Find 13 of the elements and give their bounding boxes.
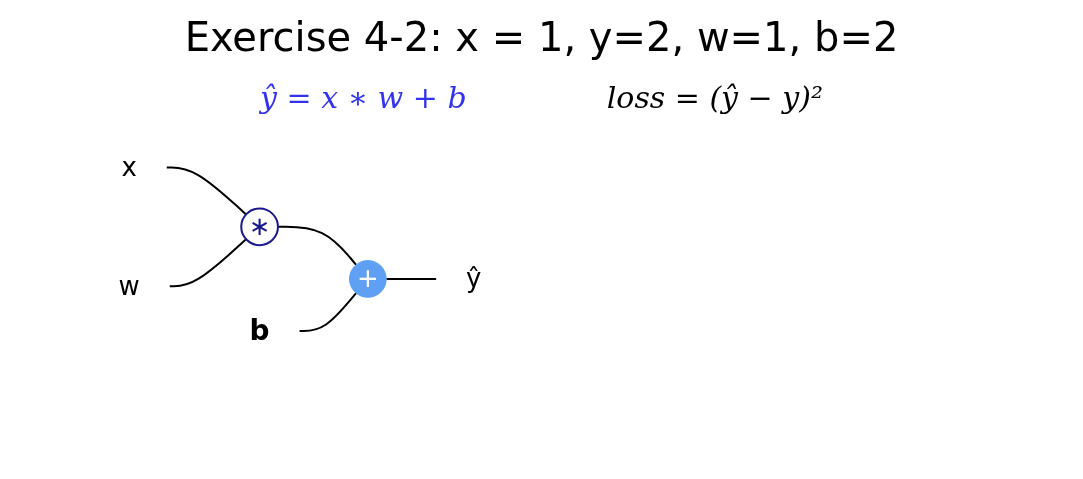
title: Exercise 4-2: x = 1, y=2, w=1, b=2 <box>183 14 900 60</box>
node-text: x <box>121 151 137 182</box>
node-text: b <box>249 314 270 348</box>
connector <box>168 238 248 288</box>
node-circle: + <box>349 260 387 298</box>
node-text: ŷ <box>466 263 482 294</box>
connector <box>385 277 438 280</box>
formula: loss = (ŷ − y)² <box>606 80 823 115</box>
node-text: w <box>118 270 140 301</box>
connector <box>165 166 248 216</box>
formula: ŷ = x ∗ w + b <box>260 80 467 115</box>
connector <box>298 292 358 333</box>
node-circle: ∗ <box>240 207 279 247</box>
